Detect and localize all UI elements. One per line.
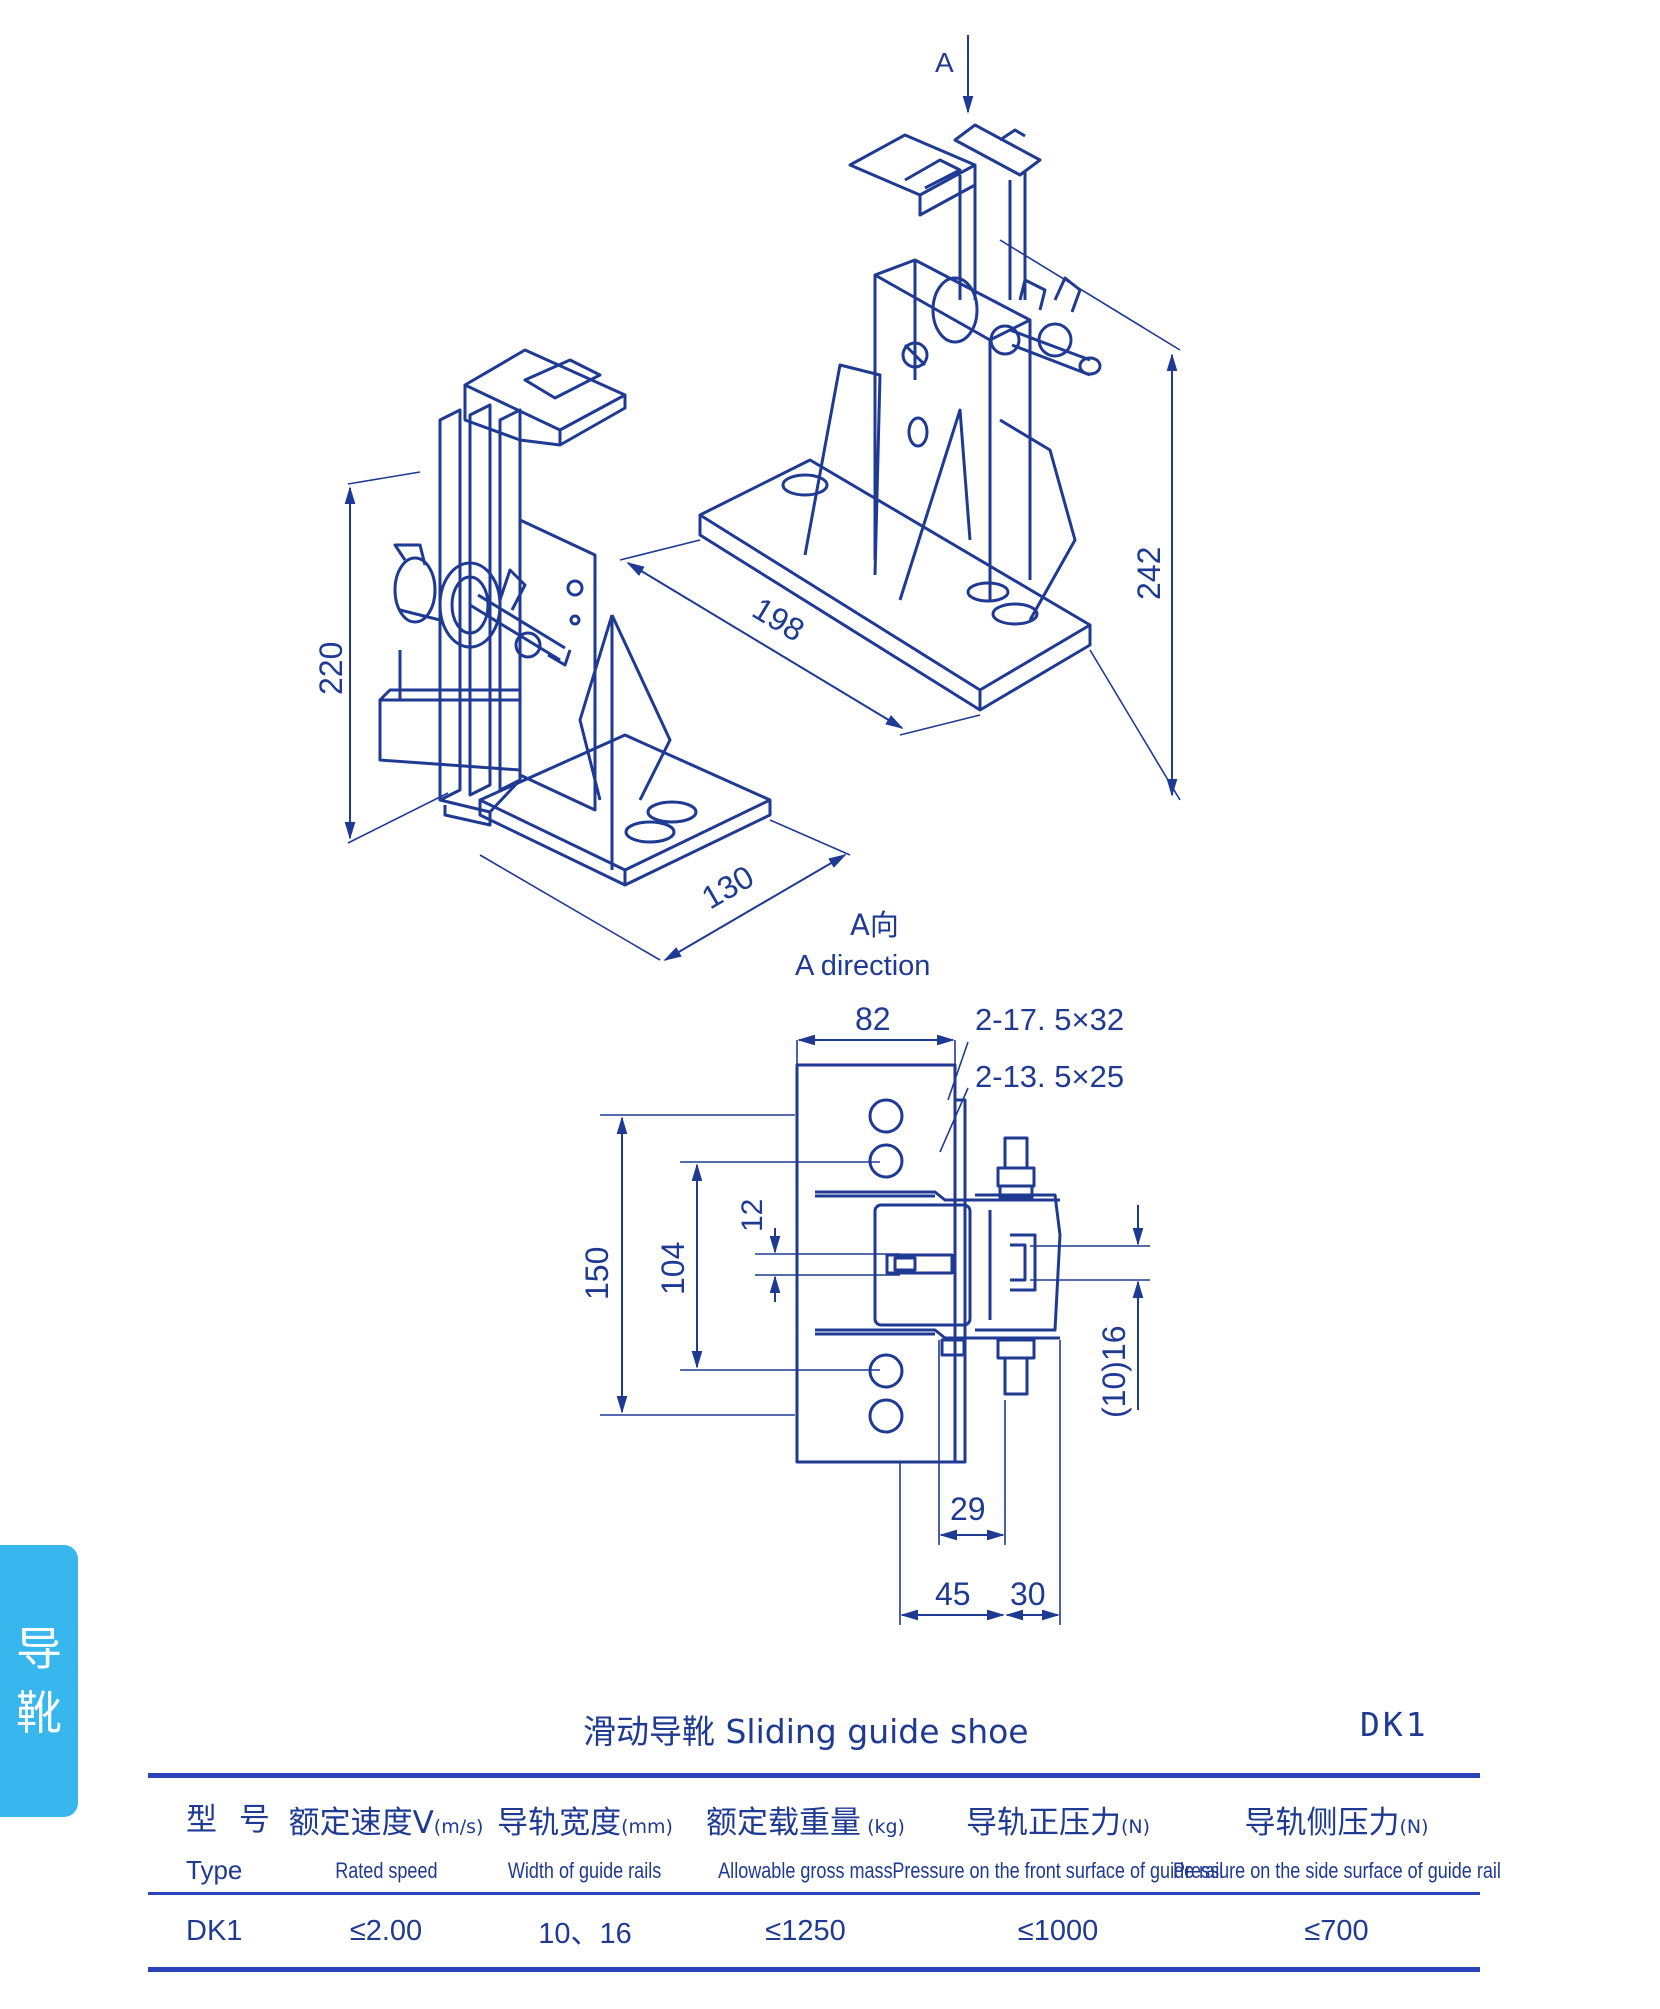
dim-104: 104: [655, 1242, 691, 1295]
cell-front-pressure: ≤1000: [1017, 1914, 1099, 1947]
side-tab-char-2: 靴: [16, 1686, 62, 1740]
header-type: 型 号 Type: [148, 1778, 290, 1892]
header-type-zh: 型 号: [186, 1802, 276, 1838]
side-tab-char-1: 导: [16, 1622, 62, 1676]
dim-29: 29: [950, 1491, 986, 1527]
dim-30: 30: [1010, 1576, 1046, 1612]
hole-spec-small: 2-13. 5×25: [975, 1059, 1124, 1094]
header-gross-mass-en: Allowable gross mass: [718, 1857, 893, 1883]
header-side-pressure-zh: 导轨侧压力: [1244, 1804, 1400, 1841]
a-view-title-en: A direction: [795, 950, 930, 982]
figure-caption: 滑动导靴 Sliding guide shoe DK1: [0, 1705, 1660, 1765]
cell-rated-speed: ≤2.00: [349, 1914, 423, 1947]
dim-130: 130: [696, 858, 760, 916]
header-front-pressure-zh: 导轨正压力: [965, 1804, 1121, 1841]
header-rated-speed-unit: (m/s): [433, 1815, 484, 1838]
spec-table: 型 号 Type 额定速度V(m/s) Rated speed 导轨宽度(mm)…: [148, 1773, 1501, 1972]
a-view-title-zh: A向: [850, 908, 899, 942]
dim-242: 242: [1131, 547, 1167, 600]
header-gross-mass-zh: 额定载重量: [706, 1804, 862, 1841]
header-side-pressure: 导轨侧压力(N) Pressure on the side surface of…: [1173, 1778, 1501, 1892]
caption-model-code: DK1: [1360, 1705, 1429, 1744]
table-row: DK1 ≤2.00 10、16 ≤1250 ≤1000 ≤700: [148, 1895, 1480, 1967]
header-rail-width-zh: 导轨宽度: [497, 1804, 622, 1841]
technical-drawing: A 220 130 198 242 A向 A direction 82 2-17…: [313, 35, 1181, 1625]
header-side-pressure-unit: (N): [1399, 1815, 1429, 1838]
arrow-a-label: A: [935, 47, 954, 78]
header-gross-mass-unit: (kg): [861, 1815, 905, 1838]
header-rail-width-unit: (mm): [621, 1815, 673, 1838]
dim-10-16: (10)16: [1096, 1326, 1132, 1419]
header-rated-speed-zh: 额定速度V: [288, 1804, 434, 1841]
caption-title: 滑动导靴 Sliding guide shoe: [583, 1712, 1029, 1751]
right-shoe-view: [619, 35, 1181, 801]
hole-spec-large: 2-17. 5×32: [975, 1002, 1124, 1037]
cell-rail-width: 10、16: [538, 1918, 632, 1950]
header-rated-speed-en: Rated speed: [334, 1857, 438, 1883]
header-rail-width-en: Width of guide rails: [508, 1857, 662, 1883]
table-top-rule: [148, 1773, 1480, 1778]
dim-150: 150: [579, 1247, 615, 1300]
dim-12: 12: [736, 1199, 769, 1232]
header-rail-width: 导轨宽度(mm) Width of guide rails: [482, 1778, 688, 1892]
dim-45: 45: [935, 1576, 971, 1612]
cell-type: DK1: [186, 1914, 243, 1947]
table-header-row: 型 号 Type 额定速度V(m/s) Rated speed 导轨宽度(mm)…: [148, 1778, 1501, 1892]
dim-220: 220: [313, 642, 349, 695]
header-front-pressure-en: Pressure on the front surface of guide r…: [892, 1857, 1224, 1883]
header-front-pressure-unit: (N): [1120, 1815, 1151, 1838]
cell-side-pressure: ≤700: [1304, 1914, 1369, 1947]
header-gross-mass: 额定载重量 (kg) Allowable gross mass: [688, 1778, 923, 1892]
left-shoe-view: [344, 348, 851, 961]
cell-gross-mass: ≤1250: [765, 1914, 846, 1947]
header-side-pressure-en: Pressure on the side surface of guide ra…: [1172, 1857, 1501, 1883]
table-mid-rule: [148, 1892, 1480, 1895]
dim-82: 82: [855, 1001, 891, 1037]
table-bottom-rule: [148, 1967, 1480, 1972]
section-side-tab: 导 靴: [0, 1545, 78, 1817]
header-front-pressure: 导轨正压力(N) Pressure on the front surface o…: [893, 1778, 1224, 1892]
a-direction-view: [600, 1034, 1150, 1625]
header-type-en: Type: [186, 1855, 243, 1885]
header-rated-speed: 额定速度V(m/s) Rated speed: [288, 1778, 484, 1892]
